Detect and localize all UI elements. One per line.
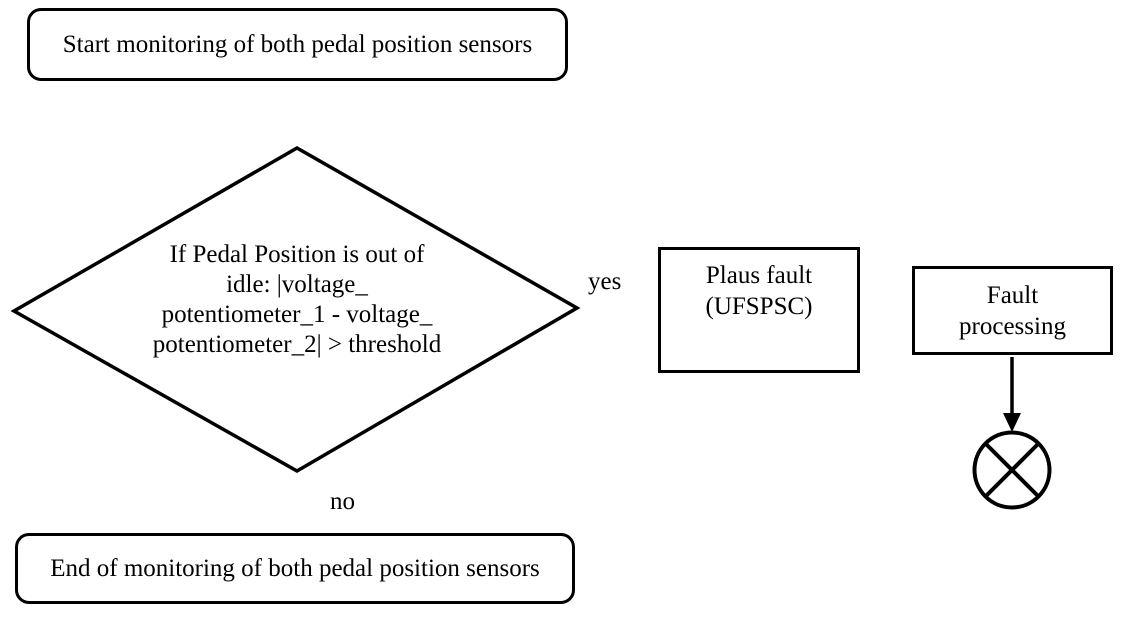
plaus-fault-node-line: Plaus fault (705, 262, 813, 289)
down-arrow-icon (1003, 357, 1021, 432)
yes-edge-label: yes (588, 268, 622, 295)
no-edge-label: no (330, 488, 355, 515)
decision-line: potentiometer_2| > threshold (152, 331, 442, 358)
plaus-fault-node-line: (UFSPSC) (705, 293, 813, 320)
start-node: Start monitoring of both pedal position … (27, 8, 568, 81)
end-node-label: End of monitoring of both pedal position… (50, 554, 540, 582)
decision-line: If Pedal Position is out of (169, 241, 425, 268)
decision-line: idle: |voltage_ (226, 271, 368, 298)
fault-processing-node-line: Fault (986, 281, 1039, 309)
fault-processing-node-line: processing (959, 312, 1066, 340)
decision-diamond-shape (10, 145, 581, 474)
end-node: End of monitoring of both pedal position… (15, 533, 575, 604)
decision-line: potentiometer_1 - voltage_ (161, 301, 433, 328)
plaus-fault-node: Plaus fault (UFSPSC) (658, 247, 860, 373)
decision-node-text: If Pedal Position is out of idle: |volta… (67, 240, 527, 360)
crossed-circle-icon (972, 430, 1052, 510)
fault-processing-node: Fault processing (912, 266, 1113, 355)
start-node-label: Start monitoring of both pedal position … (62, 30, 533, 58)
